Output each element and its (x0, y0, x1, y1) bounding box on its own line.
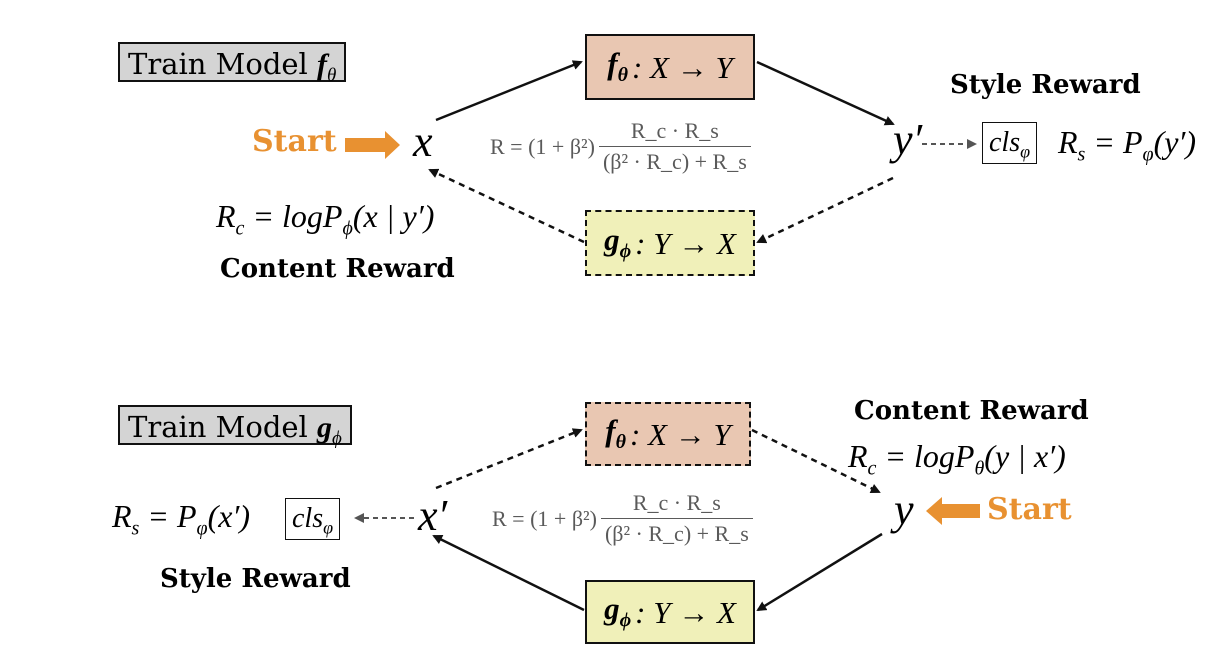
start-label-bottom: Start (987, 492, 1072, 527)
f-symbol: fθ (605, 413, 626, 454)
arrow-y-to-g (756, 532, 883, 612)
title-symbol-sub: ϕ (332, 427, 342, 449)
style-reward-label-bottom: Style Reward (160, 564, 351, 594)
content-reward-label-top: Content Reward (220, 254, 455, 284)
title-train-f: Train Model fθ (118, 42, 347, 86)
f1-formula-bottom: R = (1 + β²) R_c · R_s (β² · R_c) + R_s (492, 490, 753, 547)
arrow-y-prime-to-g (756, 176, 894, 244)
content-eq-bottom: Rc = logPθ(y | x′) (848, 438, 1066, 480)
arrow-g-to-x (428, 168, 585, 244)
title-text: Train Model (128, 410, 318, 444)
f-mapping: : X → Y (629, 416, 731, 452)
style-eq-bottom: Rs = Pφ(x′) (112, 498, 251, 540)
formula-denominator: (β² · R_c) + R_s (598, 146, 751, 175)
cls-box-top: clsφ (982, 122, 1038, 164)
title-symbol: g (317, 411, 333, 444)
content-eq-top: Rc = logPϕ(x | y′) (216, 198, 435, 240)
f-theta-box-bottom: fθ: X → Y (585, 402, 751, 466)
g-mapping: : Y → X (635, 225, 736, 261)
f-theta-box-top: fθ: X → Y (585, 34, 755, 100)
var-x-prime: x′ (418, 491, 448, 540)
g-phi-box-top: gϕ: Y → X (585, 210, 755, 276)
title-symbol-sub: θ (327, 64, 337, 86)
var-y: y (894, 485, 914, 534)
formula-numerator: R_c · R_s (630, 118, 719, 143)
style-eq-top: Rs = Pφ(y′) (1058, 124, 1197, 166)
formula-lhs: R = (1 + β²) (492, 505, 597, 531)
var-y-prime: y′ (893, 115, 923, 164)
title-symbol: f (317, 48, 328, 81)
style-reward-label-top: Style Reward (950, 70, 1141, 100)
g-symbol: gϕ (604, 591, 632, 632)
formula-denominator: (β² · R_c) + R_s (600, 518, 753, 547)
arrow-f-to-y-prime (756, 60, 895, 126)
var-x: x (413, 117, 433, 166)
f-mapping: : X → Y (631, 49, 733, 85)
g-mapping: : Y → X (635, 594, 736, 630)
formula-numerator: R_c · R_s (632, 490, 721, 515)
title-text: Train Model (128, 47, 318, 81)
arrow-g-to-x-prime (432, 534, 585, 612)
f1-formula-top: R = (1 + β²) R_c · R_s (β² · R_c) + R_s (490, 118, 751, 175)
start-arrow-bottom (926, 497, 980, 525)
cls-box-bottom: clsφ (285, 498, 341, 540)
f-symbol: fθ (607, 46, 628, 87)
g-phi-box-bottom: gϕ: Y → X (585, 580, 755, 644)
formula-fraction: R_c · R_s (β² · R_c) + R_s (600, 490, 753, 547)
content-reward-label-bottom: Content Reward (854, 396, 1089, 426)
start-label-top: Start (252, 124, 337, 159)
arrow-x-to-f (435, 60, 583, 122)
formula-fraction: R_c · R_s (β² · R_c) + R_s (598, 118, 751, 175)
arrow-f-to-y (751, 428, 881, 494)
start-arrow-top (345, 131, 400, 159)
formula-lhs: R = (1 + β²) (490, 133, 595, 159)
title-train-g: Train Model gϕ (118, 405, 352, 449)
arrow-x-prime-to-f (435, 428, 583, 490)
g-symbol: gϕ (604, 222, 632, 263)
